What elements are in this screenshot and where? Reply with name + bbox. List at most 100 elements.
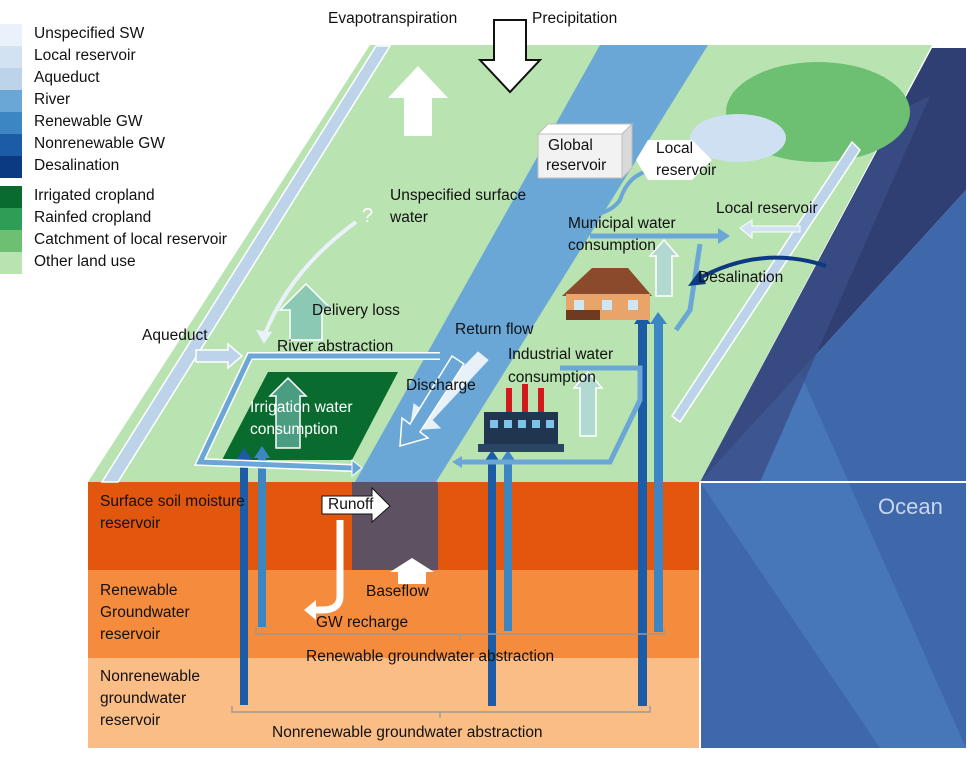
label-runoff: Runoff <box>328 496 374 513</box>
legend-label: Local reservoir <box>34 47 136 64</box>
baseflow-arrow <box>390 558 434 584</box>
well-arrowhead-3 <box>484 450 500 462</box>
renewable-well-municipal <box>654 320 663 632</box>
aqueduct-arrow <box>195 342 244 370</box>
label-global-reservoir-1: Global <box>548 137 593 154</box>
nonrenewable-abstraction-bracket <box>231 706 651 713</box>
discharge-arrow <box>399 354 466 448</box>
global-reservoir-outflow <box>589 168 659 218</box>
label-global-reservoir-2: reservoir <box>546 157 606 174</box>
label-municipal-1: Municipal water <box>568 215 676 232</box>
legend-label: Other land use <box>34 253 136 270</box>
label-evapotranspiration: Evapotranspiration <box>328 10 457 27</box>
legend-item: Aqueduct <box>0 68 260 90</box>
legend-swatch <box>0 112 22 134</box>
river-abstraction-head <box>351 458 363 478</box>
industrial-supply-head <box>452 456 462 468</box>
industrial-consumption-arrow <box>572 370 604 437</box>
legend-item: River <box>0 90 260 112</box>
legend-swatch <box>0 230 22 252</box>
desalination-head <box>688 270 706 286</box>
global-reservoir-side <box>621 122 633 180</box>
desalination-arrow <box>695 255 827 282</box>
legend-label: Desalination <box>34 157 120 174</box>
local-reservoir-arrow <box>739 219 801 240</box>
label-desalination: Desalination <box>698 269 783 286</box>
renewable-groundwater-layer <box>88 570 700 658</box>
label-industrial-2: consumption <box>508 369 596 386</box>
label-unspecified-sw-1: Unspecified surface <box>390 187 526 204</box>
renewable-well-industry <box>504 456 512 631</box>
legend-swatch <box>0 186 22 208</box>
legend-swatch <box>0 68 22 90</box>
label-renewable-gw-3: reservoir <box>100 626 160 643</box>
label-irrigation-2: consumption <box>250 421 338 438</box>
municipal-supply-head <box>718 228 730 244</box>
legend-label: Irrigated cropland <box>34 187 155 204</box>
legend-swatch <box>0 46 22 68</box>
municipal-consumption-arrow <box>648 238 680 297</box>
legend-label: Catchment of local reservoir <box>34 231 227 248</box>
legend-item: Catchment of local reservoir <box>0 230 260 252</box>
label-precipitation: Precipitation <box>532 10 617 27</box>
legend-label: River <box>34 91 71 108</box>
renewable-well-irrigation <box>258 452 266 627</box>
label-renewable-gw-2: Groundwater <box>100 604 190 621</box>
well-arrowhead-4 <box>500 450 516 462</box>
aqueduct-channel-left <box>100 45 392 483</box>
global-reservoir-top <box>536 123 634 135</box>
legend-swatch <box>0 24 22 46</box>
legend-item: Other land use <box>0 252 260 274</box>
label-irrigation-1: Irrigation water <box>250 399 353 416</box>
label-nonrenewable-gw-abstraction: Nonrenewable groundwater abstraction <box>272 724 543 741</box>
legend-item: Renewable GW <box>0 112 260 134</box>
delivery-loss-arrow <box>278 282 334 341</box>
label-nonrenewable-gw-1: Nonrenewable <box>100 668 200 685</box>
industrial-supply-line <box>462 365 643 465</box>
label-nonrenewable-gw-2: groundwater <box>100 690 186 707</box>
nonrenewable-well-industry <box>488 456 496 706</box>
label-renewable-gw-abstraction: Renewable groundwater abstraction <box>306 648 554 665</box>
label-local-reservoir-top-2: reservoir <box>656 162 716 179</box>
well-arrowhead-2 <box>254 446 270 458</box>
legend-swatch <box>0 134 22 156</box>
label-local-reservoir-top-1: Local <box>656 140 693 157</box>
aqueduct-channel-right <box>670 140 861 424</box>
legend-label: Rainfed cropland <box>34 209 152 226</box>
legend-swatch <box>0 208 22 230</box>
label-delivery-loss: Delivery loss <box>312 302 400 319</box>
irrigation-consumption-arrow <box>268 376 308 449</box>
legend-swatch <box>0 156 22 178</box>
legend-label: Unspecified SW <box>34 25 145 42</box>
legend-item: Rainfed cropland <box>0 208 260 230</box>
legend-item: Unspecified SW <box>0 24 260 46</box>
ocean-label: Ocean <box>878 494 943 519</box>
house-icon <box>562 268 652 320</box>
factory-icon <box>478 384 564 452</box>
label-industrial-1: Industrial water <box>508 346 613 363</box>
nonrenewable-well-irrigation <box>240 455 248 705</box>
nonrenewable-groundwater-layer <box>88 658 700 748</box>
label-soil-1: Surface soil moisture <box>100 493 245 510</box>
legend-label: Nonrenewable GW <box>34 135 165 152</box>
label-aqueduct: Aqueduct <box>142 327 208 344</box>
legend-swatch <box>0 252 22 274</box>
label-return-flow: Return flow <box>455 321 534 338</box>
river-abstraction-arrow-fill <box>196 353 440 471</box>
unspecified-sw-head <box>256 330 272 344</box>
label-unspecified-sw-2: water <box>389 209 428 226</box>
unspecified-sw-arrow <box>262 220 358 337</box>
label-question-mark: ? <box>362 205 373 227</box>
legend-item: Desalination <box>0 156 260 178</box>
legend-swatch <box>0 90 22 112</box>
irrigated-cropland <box>222 372 398 460</box>
legend-label: Renewable GW <box>34 113 143 130</box>
precipitation-arrow <box>477 19 543 94</box>
label-local-reservoir-right: Local reservoir <box>716 200 818 217</box>
legend-item: Irrigated cropland <box>0 186 260 208</box>
evapotranspiration-arrow <box>388 66 448 136</box>
nonrenewable-well-municipal <box>638 320 647 706</box>
local-reservoir-top-box <box>636 140 712 180</box>
